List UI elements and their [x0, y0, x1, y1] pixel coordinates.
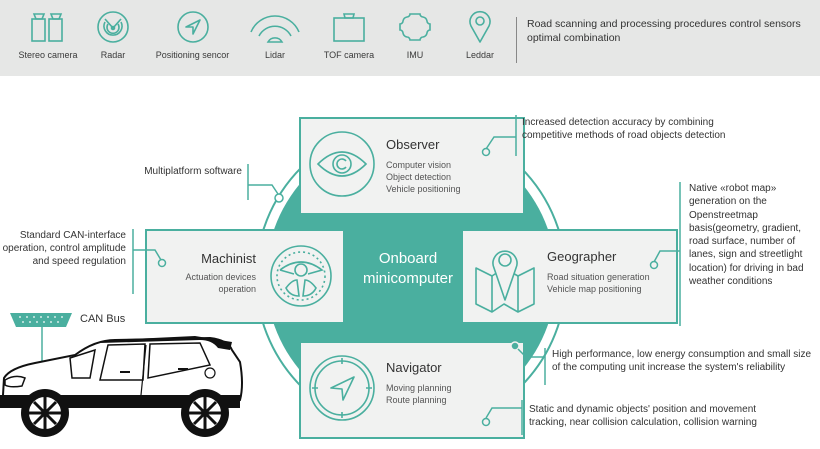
imu-icon — [399, 13, 431, 41]
geographer-note: Native «robot map» generation on the Ope… — [689, 183, 804, 288]
car-illustration — [0, 336, 243, 437]
observer-item: Vehicle positioning — [386, 184, 461, 194]
radar-icon — [97, 11, 129, 43]
machinist-title: Machinist — [201, 251, 256, 266]
can-bus-connector-icon — [10, 313, 72, 327]
machinist-item: operation — [218, 284, 256, 294]
sensor-tof-camera: TOF camera — [318, 10, 380, 60]
observer-note: Increased detection accuracy by combinin… — [522, 117, 726, 141]
sensor-label: Radar — [100, 50, 126, 60]
can-bus-label: CAN Bus — [80, 313, 126, 325]
sensor-bar: Stereo camera Radar Positioning sencor — [0, 0, 820, 76]
observer-item: Computer vision — [386, 160, 452, 170]
sensor-label: Stereo camera — [18, 50, 78, 60]
map-pin-icon — [475, 250, 535, 313]
performance-note: High performance, low energy consumption… — [552, 349, 812, 373]
tof-camera-icon — [333, 13, 365, 42]
machinist-item: Actuation devices — [185, 272, 256, 282]
navigator-item: Route planning — [386, 395, 447, 405]
sensor-label: Leddar — [465, 50, 495, 60]
sensor-radar: Radar — [88, 10, 138, 60]
lidar-waves-icon — [250, 15, 300, 43]
sensor-label: IMU — [406, 50, 424, 60]
stereo-camera-icon — [31, 13, 63, 42]
geographer-items: Road situation generation Vehicle map po… — [547, 271, 650, 295]
steering-wheel-icon — [270, 245, 332, 307]
geographer-title: Geographer — [547, 249, 617, 264]
sensor-leddar: Leddar — [458, 10, 502, 60]
multiplatform-note: Multiplatform software — [144, 166, 242, 177]
navigation-arrow-icon — [176, 11, 209, 43]
navigator-item: Moving planning — [386, 383, 452, 393]
machinist-card — [145, 229, 345, 324]
sensor-label: Lidar — [264, 50, 285, 60]
navigator-title: Navigator — [386, 360, 442, 375]
onboard-minicomputer-label: Onboard minicomputer — [355, 249, 461, 289]
sensor-label: Positioning sencor — [155, 50, 230, 60]
sensors-note: Road scanning and processing procedures … — [516, 17, 806, 63]
sensor-positioning: Positioning sencor — [150, 10, 235, 60]
center-line-2: minicomputer — [362, 270, 454, 287]
location-pin-icon — [469, 10, 491, 43]
sensor-imu: IMU — [395, 10, 435, 60]
eye-icon — [309, 131, 375, 197]
geographer-item: Road situation generation — [547, 272, 650, 282]
machinist-items: Actuation devices operation — [176, 271, 256, 295]
sensor-lidar: Lidar — [245, 10, 305, 60]
machinist-note: Standard CAN-interface operation, contro… — [2, 230, 126, 267]
navigator-note: Static and dynamic objects' position and… — [529, 404, 757, 428]
sensor-label: TOF camera — [323, 50, 375, 60]
center-line-1: Onboard — [378, 250, 438, 267]
compass-icon — [309, 355, 375, 421]
geographer-item: Vehicle map positioning — [547, 284, 642, 294]
observer-items: Computer vision Object detection Vehicle… — [386, 159, 461, 195]
observer-title: Observer — [386, 137, 440, 152]
observer-item: Object detection — [386, 172, 452, 182]
sensor-stereo-camera: Stereo camera — [18, 10, 78, 60]
navigator-items: Moving planning Route planning — [386, 382, 452, 406]
